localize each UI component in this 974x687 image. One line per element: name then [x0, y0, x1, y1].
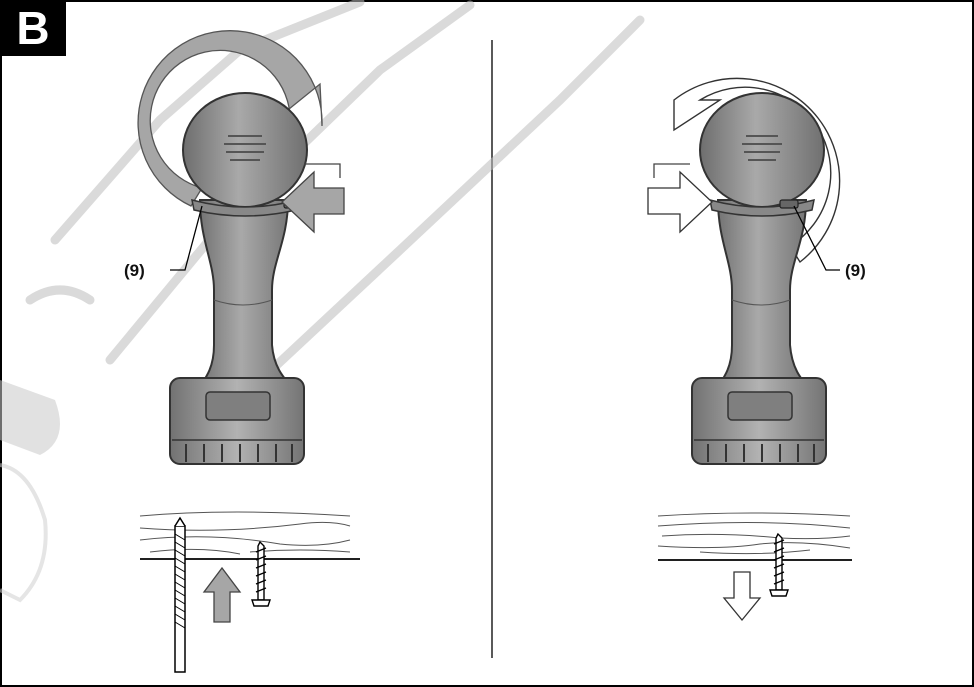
leader-line-right	[793, 205, 840, 271]
switch-ref-label-left: (9)	[124, 261, 145, 280]
leader-line-left	[170, 205, 203, 271]
drill-head	[182, 92, 308, 208]
battery-pack	[169, 377, 305, 465]
drill-bit	[174, 516, 186, 673]
switch-push-arrow-right	[647, 170, 713, 234]
clockwise-rotation-arrow	[137, 30, 323, 207]
up-arrow	[202, 566, 242, 623]
drill-head	[699, 92, 825, 208]
switch-push-arrow-left	[281, 170, 345, 234]
right-drill	[673, 77, 841, 465]
rotation-switch	[779, 199, 799, 209]
battery-pack	[691, 377, 827, 465]
screw-left	[251, 540, 271, 607]
switch-ref-label-right: (9)	[845, 261, 866, 280]
counterclockwise-rotation-arrow	[673, 77, 841, 264]
wood-block-right	[657, 512, 852, 561]
drill-handle	[712, 199, 815, 393]
screw-right	[769, 532, 789, 597]
left-drill	[137, 30, 323, 465]
down-arrow	[722, 571, 762, 622]
wood-block-left	[139, 511, 360, 560]
figure-label: B	[0, 0, 66, 56]
